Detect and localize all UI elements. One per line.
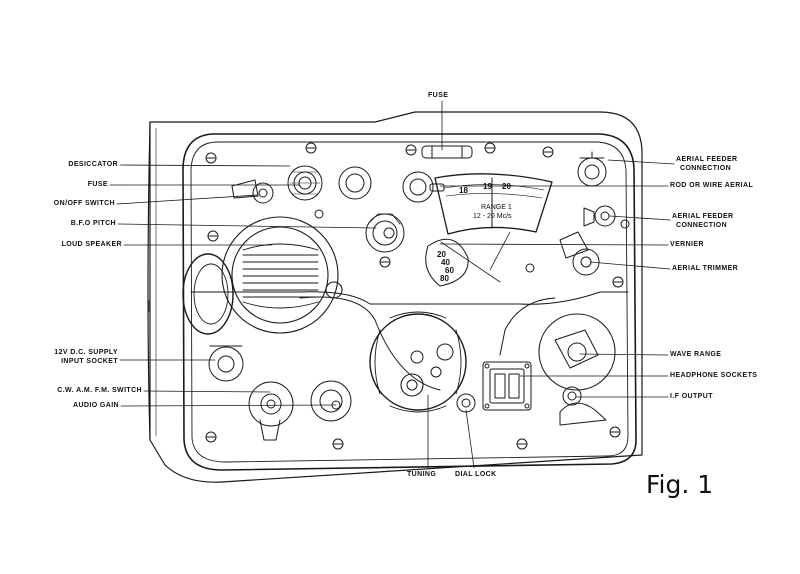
callout-on-off-switch: ON/OFF SWITCH — [53, 200, 115, 207]
callout-desiccator: DESICCATOR — [68, 161, 118, 168]
callout-dc-supply-line1: 12V D.C. SUPPLY — [54, 349, 118, 356]
figure-label: Fig. 1 — [646, 470, 714, 499]
dial-scale-mark-3: 20 — [502, 182, 511, 191]
aerial-feeder-connector-1 — [577, 151, 607, 187]
audio-gain-knob — [310, 380, 352, 422]
on-off-switch — [231, 179, 274, 204]
wave-range-switch — [538, 313, 616, 391]
dial-lock — [456, 393, 476, 413]
dc-supply-socket — [208, 345, 244, 382]
dial-scale-mark-2: 19 — [483, 182, 492, 191]
top-fuse — [421, 145, 473, 159]
bfo-pitch-knob — [365, 213, 405, 253]
callout-aerial-feeder-1-line1: AERIAL FEEDER — [676, 156, 738, 163]
callout-aerial-feeder-2-line1: AERIAL FEEDER — [672, 213, 734, 220]
tuning-dial-window — [434, 173, 553, 283]
vernier-mark-40: 40 — [441, 258, 450, 267]
callout-loud-speaker: LOUD SPEAKER — [61, 241, 122, 248]
dial-range-text: RANGE 1 — [481, 204, 512, 211]
aerial-trimmer-knob — [559, 231, 600, 276]
callout-audio-gain: AUDIO GAIN — [73, 402, 119, 409]
fuse-holder — [338, 166, 372, 200]
loud-speaker — [182, 216, 343, 335]
radio-case — [147, 111, 643, 483]
callout-headphone-sockets: HEADPHONE SOCKETS — [670, 372, 758, 379]
callout-cw-am-fm-switch: C.W. A.M. F.M. SWITCH — [57, 387, 142, 394]
vernier-knob — [425, 238, 469, 287]
vernier-mark-60: 60 — [445, 266, 454, 275]
cw-am-fm-switch — [248, 381, 294, 441]
dial-frequency-text: 12 - 20 Mc/s — [473, 213, 512, 220]
rod-aerial-connector — [402, 171, 445, 203]
if-output-socket — [559, 386, 607, 426]
callout-dc-supply-line2: INPUT SOCKET — [61, 358, 118, 365]
callout-fuse-top: FUSE — [428, 92, 449, 99]
callout-aerial-trimmer: AERIAL TRIMMER — [672, 265, 739, 272]
callout-wave-range: WAVE RANGE — [670, 351, 722, 358]
callout-if-output: I.F OUTPUT — [670, 393, 713, 400]
desiccator — [287, 165, 323, 201]
callout-tuning: TUNING — [407, 471, 437, 478]
callout-rod-or-wire-aerial: ROD OR WIRE AERIAL — [670, 182, 754, 189]
callout-aerial-feeder-2-line2: CONNECTION — [676, 222, 728, 229]
callout-bfo-pitch: B.F.O PITCH — [70, 220, 116, 227]
callout-vernier: VERNIER — [670, 241, 704, 248]
dial-scale-mark-1: 18 — [459, 186, 468, 195]
callout-fuse: FUSE — [87, 181, 108, 188]
callout-aerial-feeder-1-line2: CONNECTION — [680, 165, 732, 172]
headphone-sockets — [482, 361, 532, 411]
tuning-knob — [369, 311, 467, 413]
vernier-mark-80: 80 — [440, 274, 449, 283]
vernier-mark-20: 20 — [437, 250, 446, 259]
callout-dial-lock: DIAL LOCK — [455, 471, 497, 478]
callout-leader-lines — [109, 100, 675, 469]
front-panel — [182, 133, 637, 471]
panel-screws — [205, 142, 630, 450]
